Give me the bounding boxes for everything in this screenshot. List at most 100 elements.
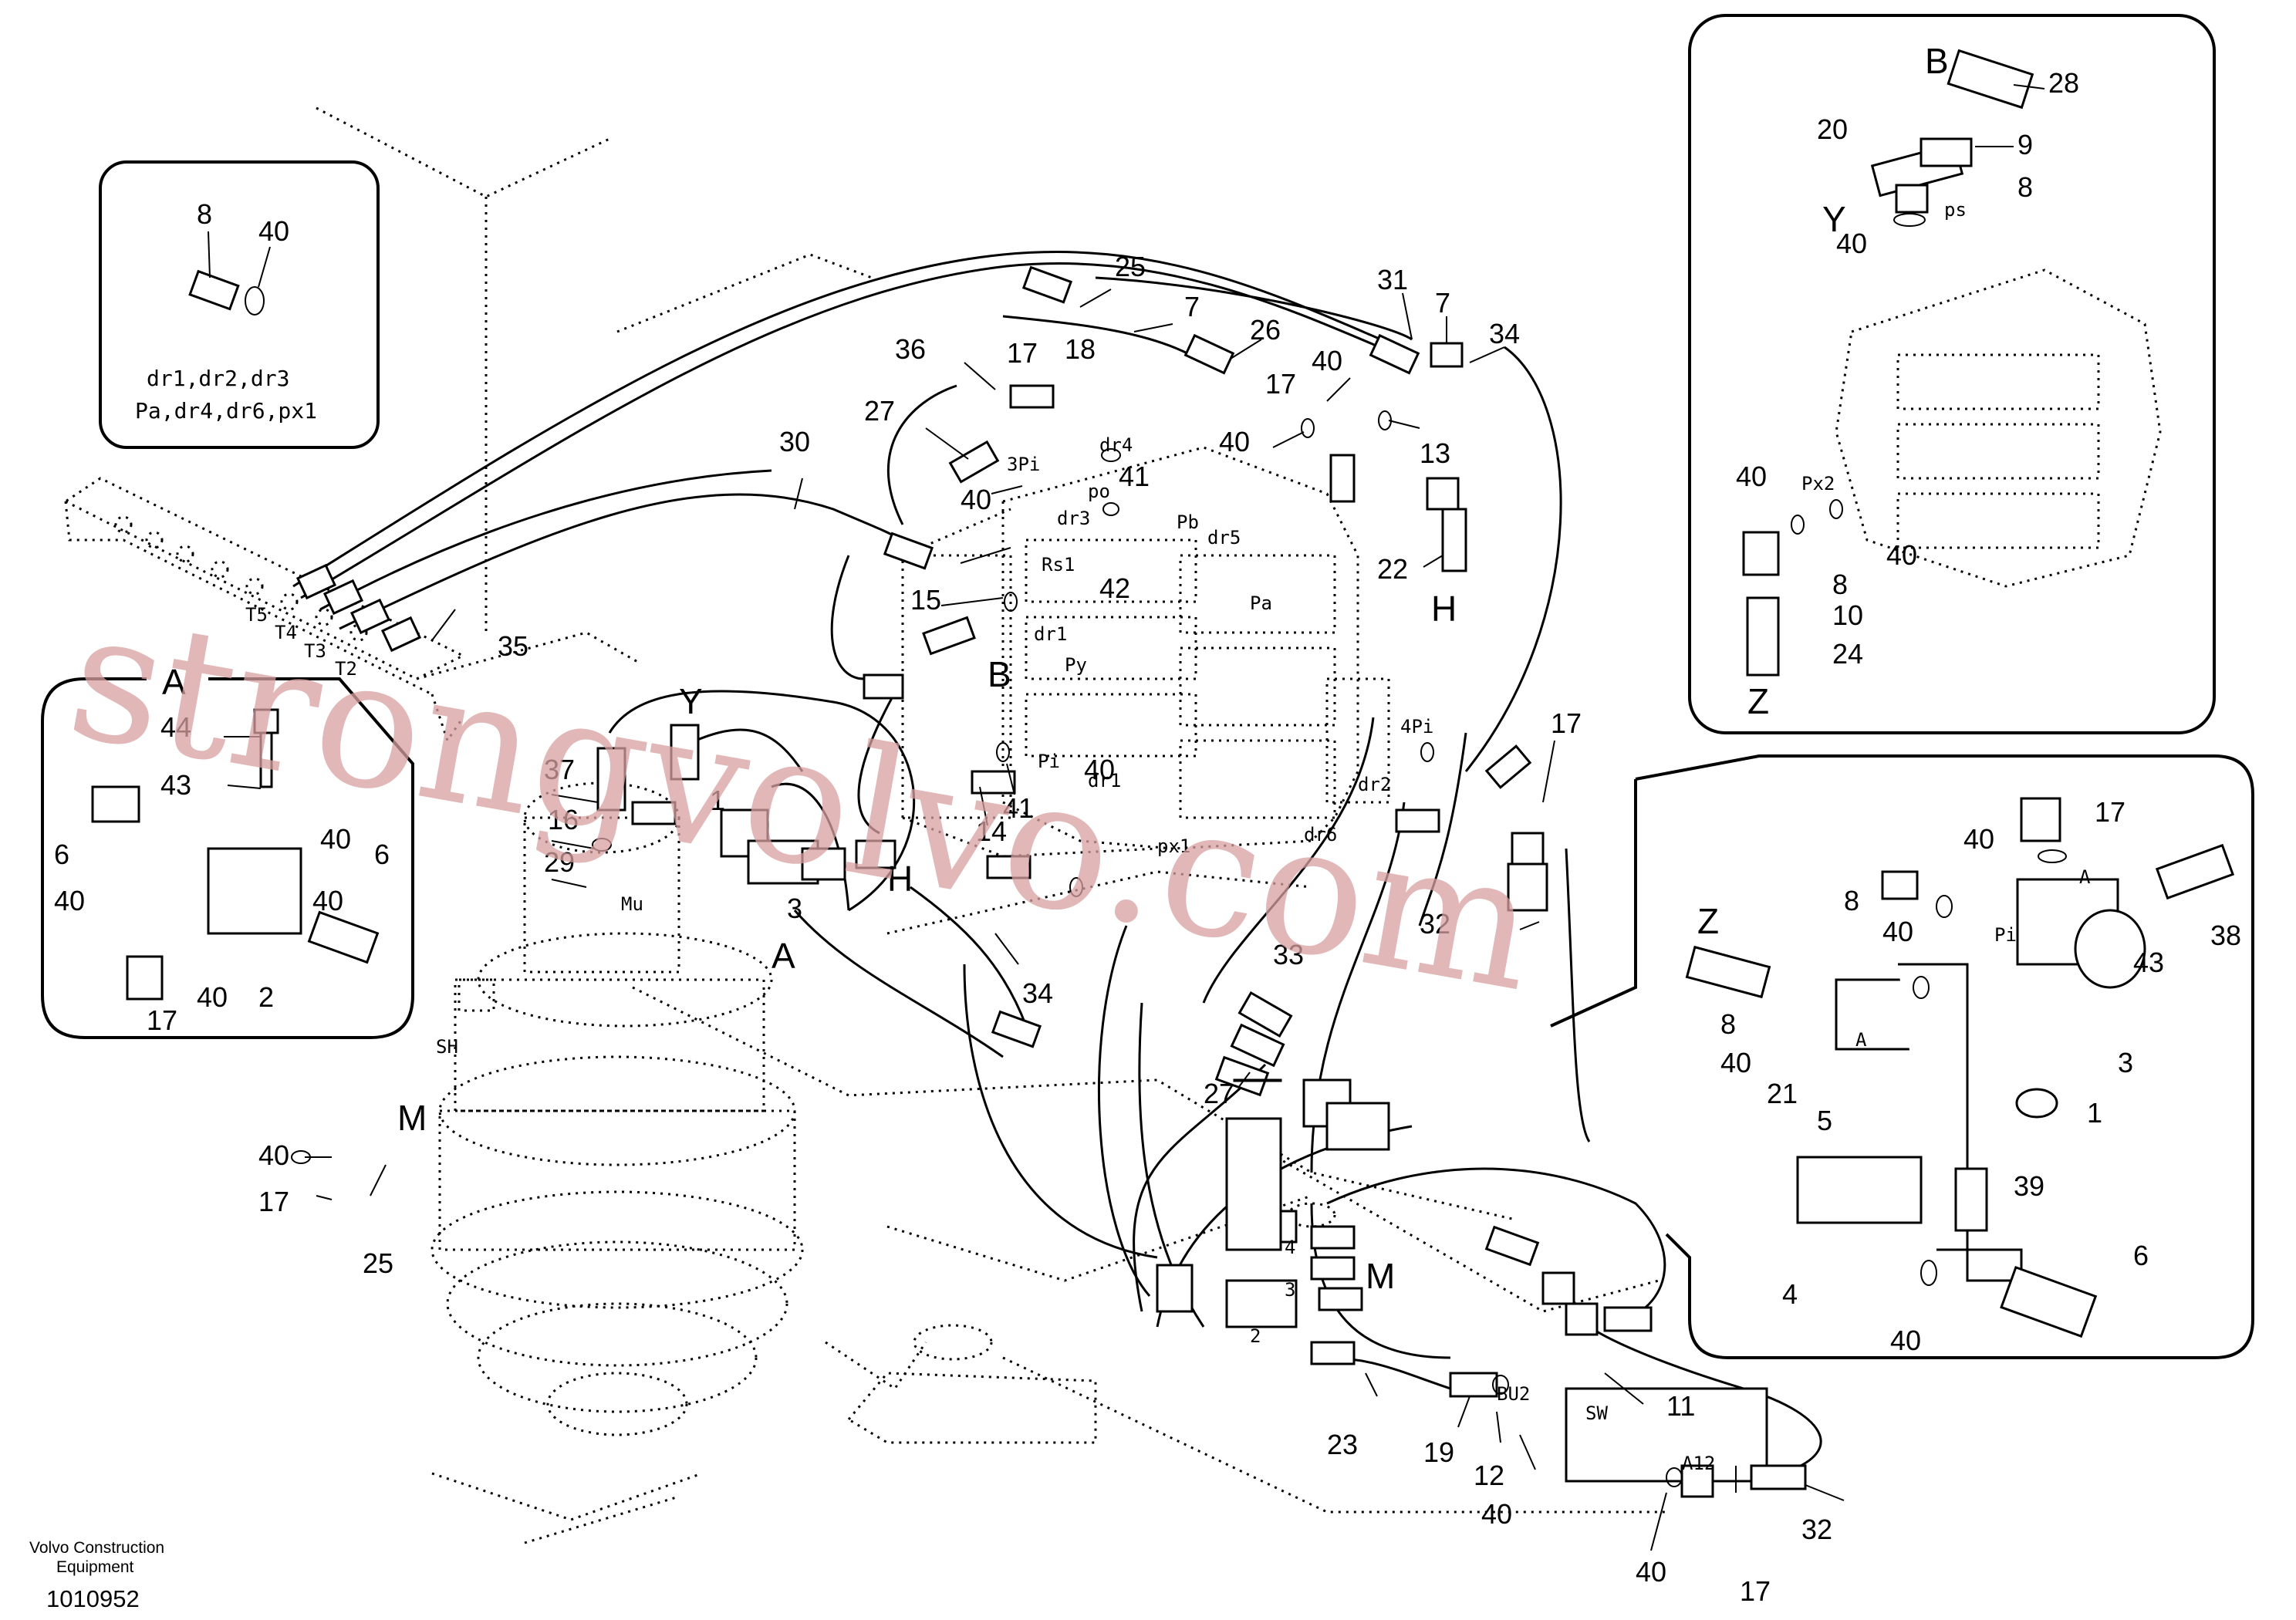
port-label: po: [1088, 481, 1110, 502]
part-label: 40: [1219, 426, 1250, 457]
part-label: 3: [1285, 1279, 1295, 1301]
port-label: Px2: [1801, 473, 1835, 494]
port-label: BU2: [1497, 1383, 1530, 1405]
part-label: 17: [1265, 368, 1296, 400]
part-label: 16: [548, 804, 579, 835]
part-label: 6: [374, 839, 390, 870]
elbow-icon: [126, 955, 164, 1001]
bolt-head-icon: [253, 708, 279, 734]
part-label: 11: [1666, 1390, 1695, 1422]
bracket-icon: [1898, 963, 2023, 1282]
drain-note-line1: dr1,dr2,dr3: [147, 366, 289, 391]
port-label: SH: [436, 1036, 458, 1058]
part-label: 40: [1736, 461, 1767, 492]
part-label: 38: [2210, 920, 2241, 951]
part-label: 32: [1801, 1514, 1832, 1545]
inset-top-right-frame: [1688, 14, 2216, 734]
tank-return-rail: [64, 477, 466, 744]
port-label: px1: [1157, 835, 1190, 857]
part-label: 19: [1423, 1436, 1454, 1468]
brand-block: Volvo Construction Equipment 1010952: [29, 1539, 164, 1612]
part-label: 4: [1782, 1278, 1798, 1310]
part-label: 21: [1767, 1078, 1798, 1109]
part-label: 28: [2048, 67, 2079, 99]
part-label: 40: [312, 885, 343, 916]
bolt-icon: [2155, 843, 2235, 900]
port-label: A: [2079, 866, 2091, 888]
part-label: 17: [1007, 337, 1038, 369]
port-letter: H: [1431, 589, 1457, 629]
part-label: 40: [1890, 1325, 1921, 1356]
part-label: 40: [1836, 228, 1867, 259]
part-label: 8: [1832, 569, 1848, 600]
port-label: dr2: [1358, 774, 1391, 795]
part-label: 17: [147, 1004, 177, 1036]
inset-drain-frame: [99, 160, 380, 449]
part-label: 24: [1832, 638, 1863, 670]
watermark-text: strongvolvo.com: [56, 572, 1549, 1031]
brand-line-2: Equipment: [56, 1558, 134, 1576]
part-label: 3: [2118, 1047, 2133, 1078]
part-label: 17: [1740, 1575, 1771, 1607]
port-label: dr3: [1057, 508, 1090, 529]
part-label: 8: [1720, 1008, 1736, 1040]
part-label: 40: [1084, 754, 1115, 785]
part-label: 26: [1250, 314, 1281, 346]
part-label: 40: [1481, 1498, 1512, 1530]
port-label: SW: [1585, 1402, 1608, 1424]
hose-end-icon: [1947, 49, 2034, 110]
hose-end-icon: [1685, 945, 1771, 999]
port-label: dr1: [1034, 623, 1067, 645]
port-label: dr4: [1099, 434, 1133, 456]
part-label: 25: [1115, 251, 1146, 282]
inset-bottom-right-frame: [1635, 754, 2254, 1359]
part-label: 36: [895, 333, 926, 365]
part-label: 27: [1204, 1078, 1234, 1109]
part-label: 40: [961, 484, 991, 515]
part-label: 43: [160, 769, 191, 801]
part-label: 40: [1636, 1556, 1666, 1588]
plug-icon: [1895, 184, 1929, 214]
part-label: 41: [1119, 461, 1150, 492]
port-label: T2: [335, 658, 357, 680]
drawing-number: 1010952: [46, 1585, 140, 1612]
sensor-icon: [2000, 1265, 2098, 1338]
part-label: 6: [2133, 1240, 2149, 1271]
part-label: 33: [1273, 939, 1304, 970]
main-port-letters: Y H A B H M M: [397, 589, 1457, 1296]
part-label: 30: [779, 426, 810, 457]
port-label: dr1: [1088, 770, 1121, 791]
part-label: 9: [2017, 129, 2033, 160]
inset-view-a-frame: [41, 677, 414, 1039]
part-label: 32: [1420, 908, 1450, 940]
part-label: 10: [1832, 599, 1863, 631]
main-valve-ports: dr4 3Pi po Pb dr5 dr3 Rs1 Pa dr1 Py Pi d…: [436, 434, 1715, 1474]
sensor-icon: [307, 910, 380, 964]
port-label: A12: [1682, 1453, 1715, 1474]
part-label: 2: [258, 981, 274, 1013]
part-label: 17: [258, 1186, 289, 1217]
o-rings: [291, 410, 1683, 1487]
drain-note-line2: Pa,dr4,dr6,px1: [135, 398, 317, 424]
port-label: Pi: [1038, 751, 1060, 772]
block-2-icon: [207, 847, 302, 935]
port-label: Mu: [621, 893, 643, 915]
plug-icon: [1881, 870, 1919, 900]
hose-end-icon: [1746, 596, 1780, 677]
part-label: 17: [2095, 796, 2125, 828]
inset-view-a: A 44 43 40 6 40 6 40 17 40 2: [41, 662, 414, 1039]
adapter-icon: [1920, 137, 1973, 167]
part-label: 18: [1065, 333, 1096, 365]
part-label: 14: [976, 815, 1007, 847]
port-label: A: [1855, 1029, 1867, 1051]
inset-bottom-right: Z 17 40 8 40 38 43 8 40 21 5 1 3 39 4 40…: [1550, 754, 2254, 1359]
part-label: 40: [1882, 916, 1913, 947]
fittings: [295, 265, 1807, 1498]
port-label: Rs1: [1042, 554, 1075, 575]
part-label: 29: [544, 846, 575, 878]
port-letter: Y: [1822, 199, 1846, 239]
part-label: 34: [1489, 318, 1520, 349]
part-label: 15: [910, 584, 941, 616]
port-label: dr5: [1207, 527, 1241, 548]
